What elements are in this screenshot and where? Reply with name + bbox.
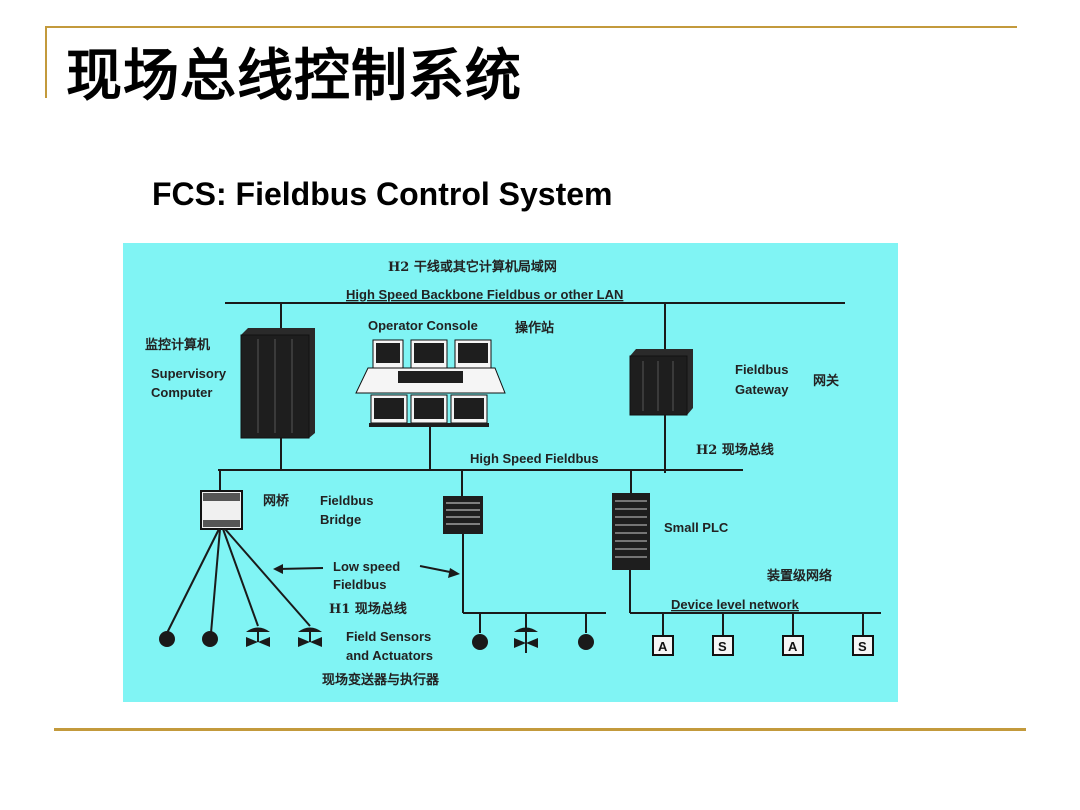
device-net-cn-label: 装置级网络 <box>766 568 832 584</box>
small-plc-icon <box>612 493 650 570</box>
valve-actuator-icon <box>514 627 538 653</box>
bridge-link-2 <box>210 528 221 634</box>
sensor-icon <box>159 631 175 647</box>
bridge-link-3 <box>222 528 259 627</box>
footer-rule <box>54 728 1026 731</box>
supervisory-en-label-1: Supervisory <box>151 366 227 381</box>
high-speed-fieldbus-label: High Speed Fieldbus <box>470 451 599 466</box>
h2-fieldbus-cn-label: H2 现场总线 <box>696 442 774 458</box>
low-speed-label-1: Low speed <box>333 559 400 574</box>
operator-console-en-label: Operator Console <box>368 318 478 333</box>
slide-subtitle: FCS: Fieldbus Control System <box>152 176 613 212</box>
device-net-en-label: Device level network <box>671 597 800 612</box>
bridge-en-label-2: Bridge <box>320 512 361 527</box>
operator-console-cn-label: 操作站 <box>515 320 554 336</box>
bridge-link-1 <box>166 528 220 634</box>
device-node-label: S <box>858 639 867 654</box>
low-speed-arrow-left <box>277 567 324 570</box>
valve-actuator-icon <box>246 627 270 647</box>
title-frame-top-rule <box>45 26 1017 28</box>
valve-actuator-icon <box>298 627 322 647</box>
bridge-link-4 <box>224 528 311 627</box>
bridge-cn-label: 网桥 <box>263 493 290 509</box>
low-speed-label-2: Fieldbus <box>333 577 386 592</box>
device-node-label: S <box>718 639 727 654</box>
fcs-diagram: H2 干线或其它计算机局域网 High Speed Backbone Field… <box>123 243 898 702</box>
title-frame-left-rule <box>45 26 47 98</box>
fieldbus-bridge-icon <box>200 490 243 530</box>
device-node-actuator: A <box>652 635 674 656</box>
io-module-icon <box>443 496 483 534</box>
top-bus-cn-label: H2 干线或其它计算机局域网 <box>388 259 557 275</box>
device-node-sensor: S <box>852 635 874 656</box>
device-node-label: A <box>658 639 668 654</box>
small-plc-label: Small PLC <box>664 520 729 535</box>
arrow-right-icon <box>448 568 460 578</box>
device-node-actuator: A <box>782 635 804 656</box>
gateway-en-label-1: Fieldbus <box>735 362 788 377</box>
gateway-en-label-2: Gateway <box>735 382 789 397</box>
sensor-icon <box>202 631 218 647</box>
supervisory-en-label-2: Computer <box>151 385 212 400</box>
fcs-diagram-canvas: H2 干线或其它计算机局域网 High Speed Backbone Field… <box>145 259 881 688</box>
arrow-left-icon <box>273 564 283 574</box>
supervisory-computer-icon <box>240 328 315 439</box>
field-devices-en-label-2: and Actuators <box>346 648 433 663</box>
fieldbus-gateway-icon <box>629 349 693 416</box>
supervisory-cn-label: 监控计算机 <box>145 337 210 353</box>
slide-title: 现场总线控制系统 <box>66 43 522 109</box>
low-speed-arrow-right <box>419 565 456 574</box>
device-node-label: A <box>788 639 798 654</box>
field-devices-cn-label: 现场变送器与执行器 <box>322 672 440 688</box>
bridge-en-label-1: Fieldbus <box>320 493 373 508</box>
operator-console-icon <box>355 339 506 427</box>
field-devices-en-label-1: Field Sensors <box>346 629 431 644</box>
gateway-cn-label: 网关 <box>813 373 839 389</box>
sensor-icon <box>472 634 488 650</box>
h1-fieldbus-cn-label: H1 现场总线 <box>329 601 407 617</box>
sensor-icon <box>578 634 594 650</box>
top-bus-en-label: High Speed Backbone Fieldbus or other LA… <box>346 287 623 302</box>
device-node-sensor: S <box>712 635 734 656</box>
